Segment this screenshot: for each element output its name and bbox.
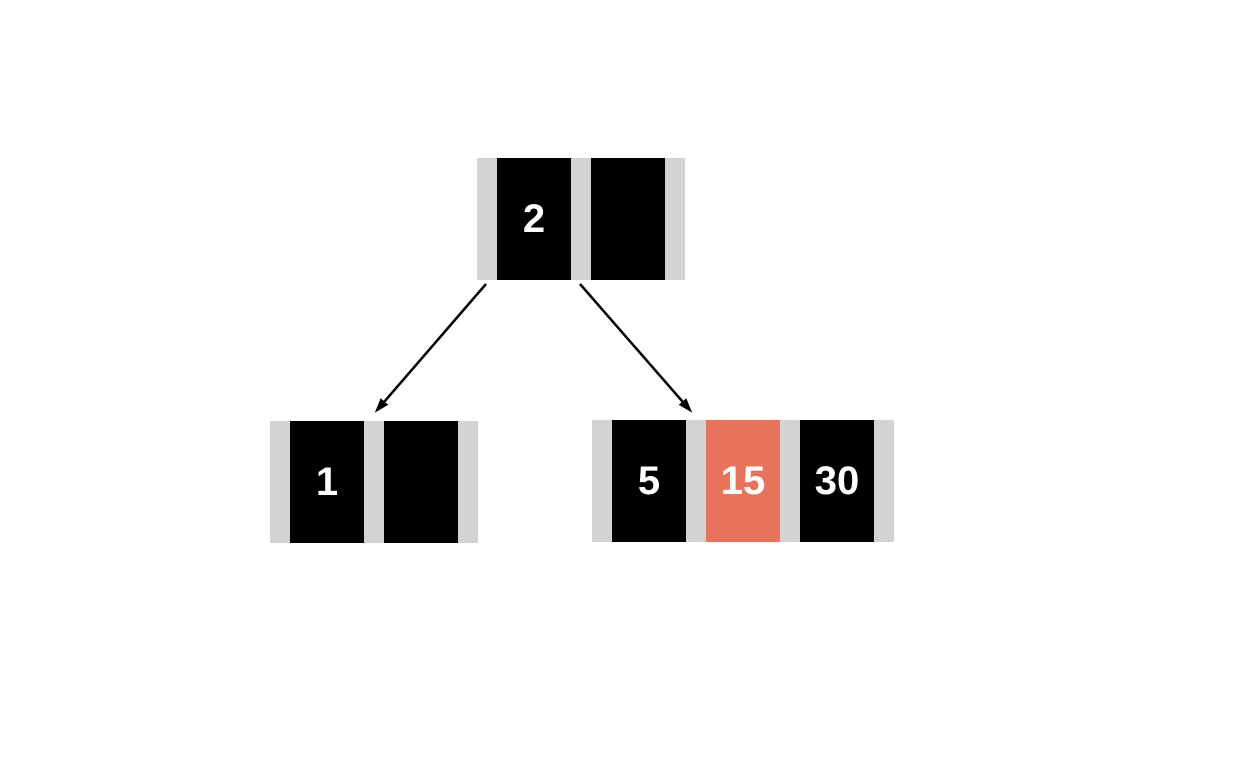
tree-cell-key: 5 <box>612 420 686 542</box>
tree-cell-key-highlighted: 15 <box>706 420 780 542</box>
key-value: 30 <box>814 459 860 503</box>
edge-root-to-left-child <box>374 283 487 413</box>
tree-cell-empty <box>384 421 458 543</box>
tree-node-right-child: 5 15 30 <box>592 420 894 542</box>
key-value: 5 <box>637 459 661 503</box>
tree-node-left-child: 1 <box>270 421 478 543</box>
tree-cell-key: 30 <box>800 420 874 542</box>
edge-root-to-right-child <box>579 283 693 413</box>
tree-cell-empty <box>591 158 665 280</box>
tree-cell-key: 1 <box>290 421 364 543</box>
key-value: 2 <box>522 197 546 241</box>
tree-cell-key: 2 <box>497 158 571 280</box>
tree-node-root: 2 <box>477 158 685 280</box>
key-value: 15 <box>720 459 766 503</box>
key-value: 1 <box>315 460 339 504</box>
